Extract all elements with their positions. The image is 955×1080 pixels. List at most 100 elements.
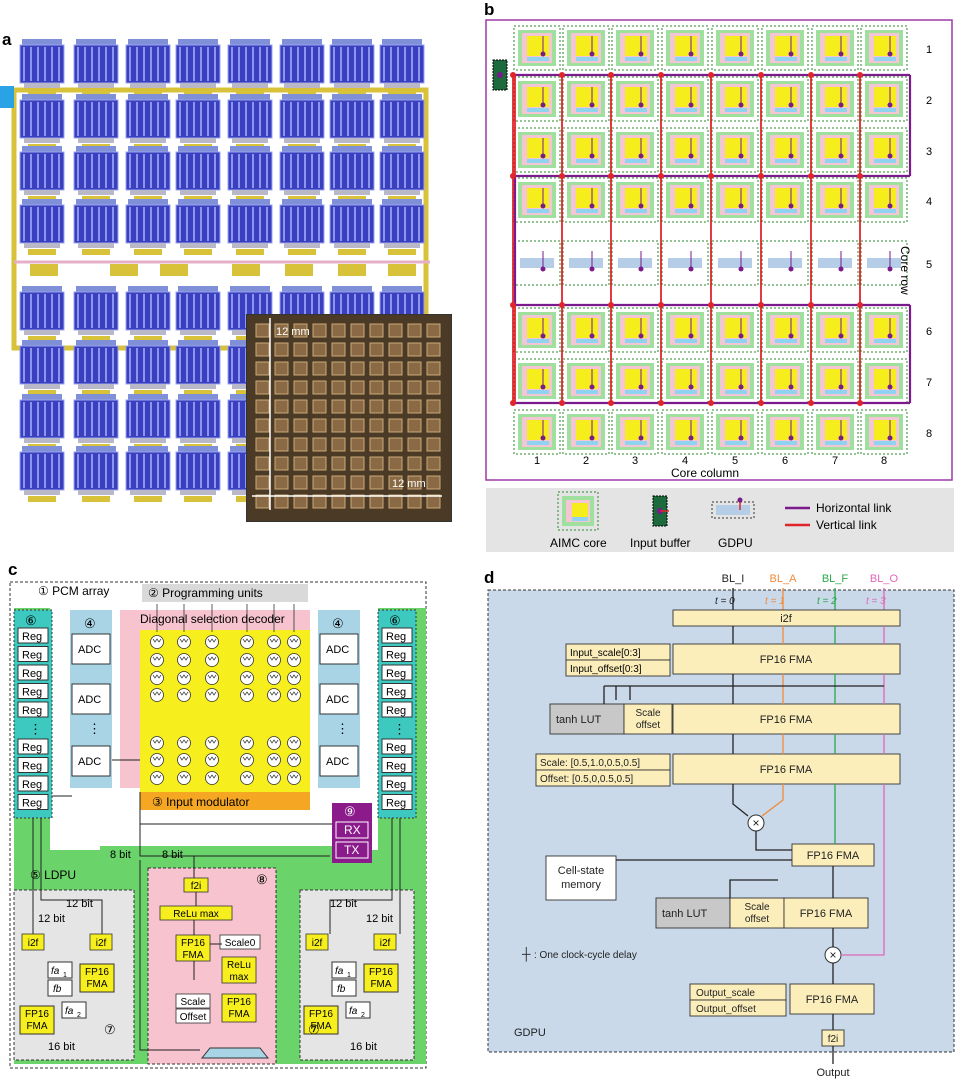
aimc-core-border xyxy=(513,409,561,455)
core-tap-node xyxy=(638,51,644,57)
pcm-symbol xyxy=(207,638,217,643)
layout-core-periphery xyxy=(334,138,370,143)
adc-dots: ⋮ xyxy=(88,721,101,736)
aimc-core xyxy=(860,127,908,173)
aimc-core-array xyxy=(576,87,598,107)
f2i-label: f2i xyxy=(828,1034,839,1045)
aimc-core-border xyxy=(761,240,809,286)
die-cell xyxy=(369,399,384,414)
aimc-core xyxy=(611,76,659,122)
aimc-core xyxy=(562,409,610,455)
aimc-core-array xyxy=(725,318,747,338)
pcm-symbol xyxy=(242,691,252,696)
die-cell xyxy=(331,456,346,471)
layout-core-periphery xyxy=(78,330,114,335)
aimc-core-adc xyxy=(874,339,896,343)
fma-label: FP16 FMA xyxy=(800,908,853,920)
aimc-core-border xyxy=(513,127,561,173)
die-cell xyxy=(426,399,441,414)
row-label: 3 xyxy=(926,146,932,158)
layout-core-bus xyxy=(22,446,62,452)
layout-core-periphery xyxy=(180,438,216,443)
pcm-cell xyxy=(240,753,254,767)
pcm-symbol xyxy=(289,739,299,744)
gdpu-label: GDPU xyxy=(514,1027,546,1039)
pcm-cell xyxy=(205,653,219,667)
vertical-node xyxy=(708,72,714,78)
reg-cell xyxy=(17,794,49,810)
bit-label-12b: 12 bit xyxy=(38,913,65,925)
aimc-core xyxy=(860,240,908,286)
reg-label: Reg xyxy=(22,779,42,791)
pcm-cell xyxy=(287,753,301,767)
reg-label: Reg xyxy=(386,779,406,791)
row-label: 2 xyxy=(926,95,932,107)
die-cell xyxy=(331,418,346,433)
aimc-core xyxy=(811,127,859,173)
pcm-symbol xyxy=(242,674,252,679)
panel-c-label: c xyxy=(8,560,18,579)
vertical-node xyxy=(559,173,565,179)
core-tap-node xyxy=(540,153,546,159)
aimc-core-border xyxy=(811,240,859,286)
layout-core-bus xyxy=(332,286,372,292)
pcm-cell xyxy=(240,635,254,649)
layout-core xyxy=(125,39,171,95)
pcm-cell xyxy=(287,736,301,750)
pcm-cell xyxy=(267,671,281,685)
die-cell xyxy=(369,437,384,452)
aimc-core-adc xyxy=(825,159,847,163)
ldpu-fma-box xyxy=(363,963,399,993)
die-cell xyxy=(312,380,327,395)
legend-hlink-label: Horizontal link xyxy=(816,501,892,515)
die-cell xyxy=(312,342,327,357)
core-tap-node xyxy=(738,266,744,272)
aimc-core-array xyxy=(874,318,896,338)
pcm-cell xyxy=(150,671,164,685)
cell-state-memory xyxy=(545,855,617,901)
aimc-core xyxy=(761,76,809,122)
aimc-core xyxy=(562,25,610,71)
input-label: BL_A xyxy=(770,573,798,585)
layout-core-array xyxy=(329,151,375,191)
die-cell xyxy=(350,456,365,471)
ldpu-fma-label: FP16 xyxy=(25,1009,49,1020)
aimc-core xyxy=(513,177,561,223)
aimc-core-adc xyxy=(874,390,896,394)
pcm-cell xyxy=(287,688,301,702)
pcm-cell xyxy=(205,688,219,702)
vertical-node xyxy=(758,72,764,78)
aimc-core-border xyxy=(711,76,759,122)
layout-core-periphery xyxy=(130,138,166,143)
i2f-box-label: i2f xyxy=(28,938,39,949)
input-label: BL_O xyxy=(870,573,899,585)
layout-core xyxy=(175,394,221,450)
layout-core-array xyxy=(329,99,375,139)
gdpu-block xyxy=(718,258,752,268)
layout-core-bus xyxy=(128,446,168,452)
die-cell xyxy=(388,418,403,433)
core-tap-node xyxy=(738,333,744,339)
layout-core-array xyxy=(73,345,119,385)
layout-core-bus xyxy=(128,286,168,292)
core-tap-node xyxy=(838,333,844,339)
reg-label: Reg xyxy=(386,668,406,680)
input-label: BL_F xyxy=(822,573,849,585)
scale-label: Scale xyxy=(635,708,660,719)
layout-core-bus xyxy=(382,39,422,45)
bit-label-12d: 12 bit xyxy=(366,913,393,925)
layout-core-array xyxy=(175,204,221,244)
input-offset-box xyxy=(565,659,671,677)
aimc-core-border xyxy=(562,240,610,286)
layout-core-bus xyxy=(178,286,218,292)
layout-core-periphery xyxy=(232,83,268,88)
vertical-node xyxy=(857,302,863,308)
layout-core xyxy=(73,199,119,255)
aimc-core-adc xyxy=(527,159,549,163)
layout-core-bus xyxy=(332,94,372,100)
aimc-core-array xyxy=(825,420,847,440)
layout-core-periphery xyxy=(232,138,268,143)
die-cell xyxy=(388,399,403,414)
layout-core-array xyxy=(125,345,171,385)
